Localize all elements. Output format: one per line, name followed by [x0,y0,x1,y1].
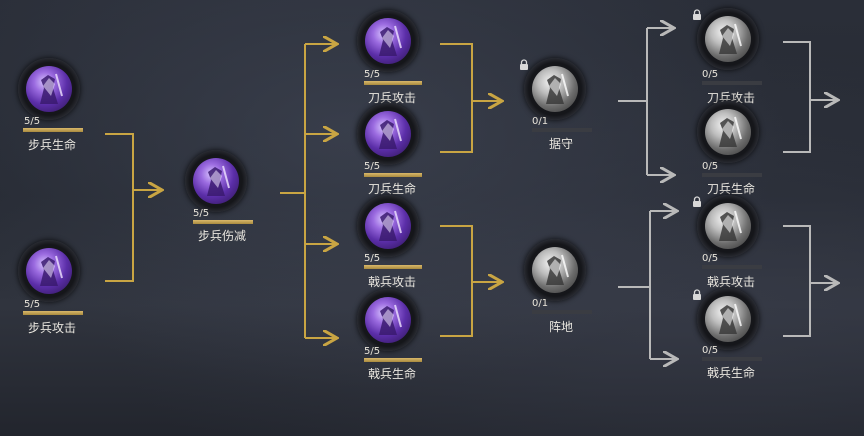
lock-icon [691,6,703,20]
skill-progress-bar [702,265,762,269]
skill-node-n5[interactable] [357,103,427,173]
skill-node-n12[interactable] [693,195,767,265]
skill-progress-fill [364,358,422,362]
skill-node-n7[interactable] [357,289,427,359]
skill-name: 步兵攻击 [27,321,76,335]
skill-progress-fill [364,265,422,269]
skill-node-n9[interactable] [524,239,594,309]
skill-progress-fill [23,128,83,132]
skill-node-n6[interactable] [357,195,427,265]
formation-icon [532,247,578,293]
blade-health-icon [705,109,751,155]
skill-progress-fill [364,173,422,177]
skill-level: 5/5 [364,161,381,172]
skill-node-n10[interactable] [693,8,767,78]
skill-progress-bar [702,173,762,177]
skill-progress-bar [23,311,83,315]
skill-progress-fill [23,311,83,315]
skill-level: 0/1 [532,116,549,127]
skill-progress-bar [364,81,422,85]
skill-level: 0/1 [532,298,549,309]
skill-node-n1[interactable] [18,58,88,128]
hold-position-icon [532,66,578,112]
skill-name: 戟兵生命 [367,367,416,381]
blade-health-icon [365,111,411,157]
skill-progress-bar [702,357,762,361]
halberd-attack-icon [365,203,411,249]
skill-name: 据守 [548,137,573,151]
infantry-defense-icon [193,158,239,204]
skill-name: 步兵伤减 [197,229,246,243]
skill-progress-bar [364,173,422,177]
skill-level: 5/5 [24,299,41,310]
lock-icon [518,56,530,70]
skill-level: 5/5 [24,116,41,127]
skill-progress-bar [702,81,762,85]
skill-name: 戟兵攻击 [706,275,755,289]
skill-level: 0/5 [702,253,719,264]
infantry-attack-icon [26,248,72,294]
skill-name: 步兵生命 [27,138,76,152]
skill-name: 阵地 [548,320,573,334]
halberd-health-icon [365,297,411,343]
skill-level: 0/5 [702,345,719,356]
skill-name: 刀兵生命 [367,182,416,196]
skill-name: 戟兵攻击 [367,275,416,289]
skill-node-n11[interactable] [697,101,767,171]
skill-progress-bar [532,128,592,132]
skill-name: 刀兵攻击 [367,91,416,105]
skill-progress-fill [364,81,422,85]
lock-icon [691,286,703,300]
skill-level: 5/5 [193,208,210,219]
skill-node-n4[interactable] [357,10,427,80]
halberd-attack-icon [705,203,751,249]
skill-progress-bar [364,265,422,269]
skill-node-n13[interactable] [693,288,767,358]
skill-name: 刀兵生命 [706,182,755,196]
skill-node-n2[interactable] [18,240,88,310]
skill-progress-bar [193,220,253,224]
halberd-health-icon [705,296,751,342]
skill-level: 0/5 [702,161,719,172]
skill-progress-bar [23,128,83,132]
skill-progress-bar [532,310,592,314]
lock-icon [691,193,703,207]
blade-attack-icon [365,18,411,64]
skill-progress-bar [364,358,422,362]
skill-level: 5/5 [364,253,381,264]
skill-level: 5/5 [364,346,381,357]
infantry-shield-icon [26,66,72,112]
skill-progress-fill [193,220,253,224]
blade-attack-icon [705,16,751,62]
skill-name: 戟兵生命 [706,366,755,380]
skill-node-n3[interactable] [185,150,255,220]
skill-level: 0/5 [702,69,719,80]
skill-level: 5/5 [364,69,381,80]
skill-node-n8[interactable] [520,58,594,128]
